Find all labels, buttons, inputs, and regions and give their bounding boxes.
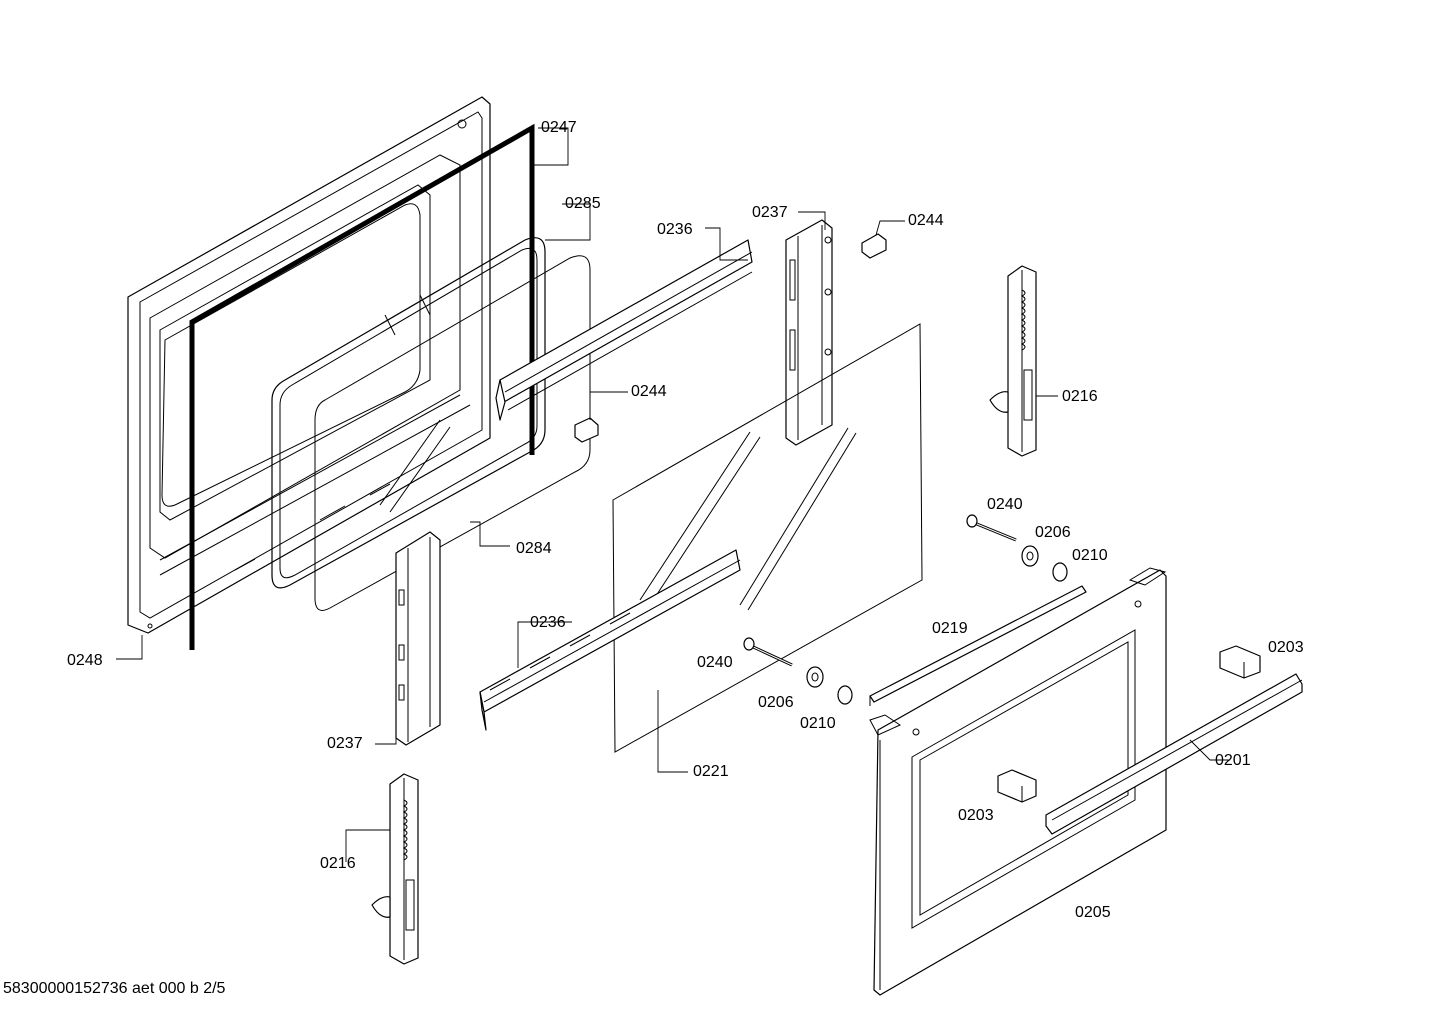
label-0203-lower: 0203	[958, 807, 994, 824]
label-0244-middle: 0244	[631, 383, 667, 400]
vertical-bracket-lower	[395, 531, 441, 746]
label-0285: 0285	[565, 195, 601, 212]
label-0219: 0219	[932, 620, 968, 637]
label-0205: 0205	[1075, 904, 1111, 921]
document-footer-code: 58300000152736 aet 000 b 2/5	[3, 980, 226, 997]
label-0284: 0284	[516, 540, 552, 557]
label-0236-upper: 0236	[657, 221, 693, 238]
screw-set-upper	[966, 514, 1068, 582]
hinge-left	[371, 773, 419, 965]
end-cap-upper	[1219, 645, 1261, 679]
inner-glass	[314, 255, 591, 611]
clip-middle	[574, 417, 599, 443]
label-0216-right: 0216	[1062, 388, 1098, 405]
label-0210-lower: 0210	[800, 715, 836, 732]
label-0203-upper: 0203	[1268, 639, 1304, 656]
bottom-rail-lower	[479, 549, 741, 731]
label-0221: 0221	[693, 763, 729, 780]
label-0240-lower: 0240	[697, 654, 733, 671]
part-labels: 0247 0285 0236 0237 0244 0216 0244 0240 …	[67, 119, 1304, 921]
label-0237-upper: 0237	[752, 204, 788, 221]
label-0248: 0248	[67, 652, 103, 669]
end-cap-lower	[997, 769, 1037, 803]
label-0244-top: 0244	[908, 212, 944, 229]
label-0216-left: 0216	[320, 855, 356, 872]
door-handle	[1045, 673, 1303, 835]
label-0206-lower: 0206	[758, 694, 794, 711]
bottom-strip	[869, 585, 1087, 706]
door-gasket	[189, 123, 535, 650]
hinge-right	[989, 265, 1037, 457]
vertical-bracket-upper	[785, 219, 833, 446]
label-0236-lower: 0236	[530, 614, 566, 631]
screw-set-lower	[743, 637, 853, 705]
label-0201: 0201	[1215, 752, 1251, 769]
outer-glass	[612, 323, 923, 753]
label-0237-lower: 0237	[327, 735, 363, 752]
leader-lines	[116, 127, 1230, 862]
label-0240-upper: 0240	[987, 496, 1023, 513]
frame-seal	[271, 237, 546, 589]
clip-top	[861, 233, 887, 259]
top-rail-upper	[495, 239, 753, 421]
label-0247: 0247	[541, 119, 577, 136]
label-0206-upper: 0206	[1035, 524, 1071, 541]
label-0210-upper: 0210	[1072, 547, 1108, 564]
inner-door-panel	[127, 96, 491, 634]
